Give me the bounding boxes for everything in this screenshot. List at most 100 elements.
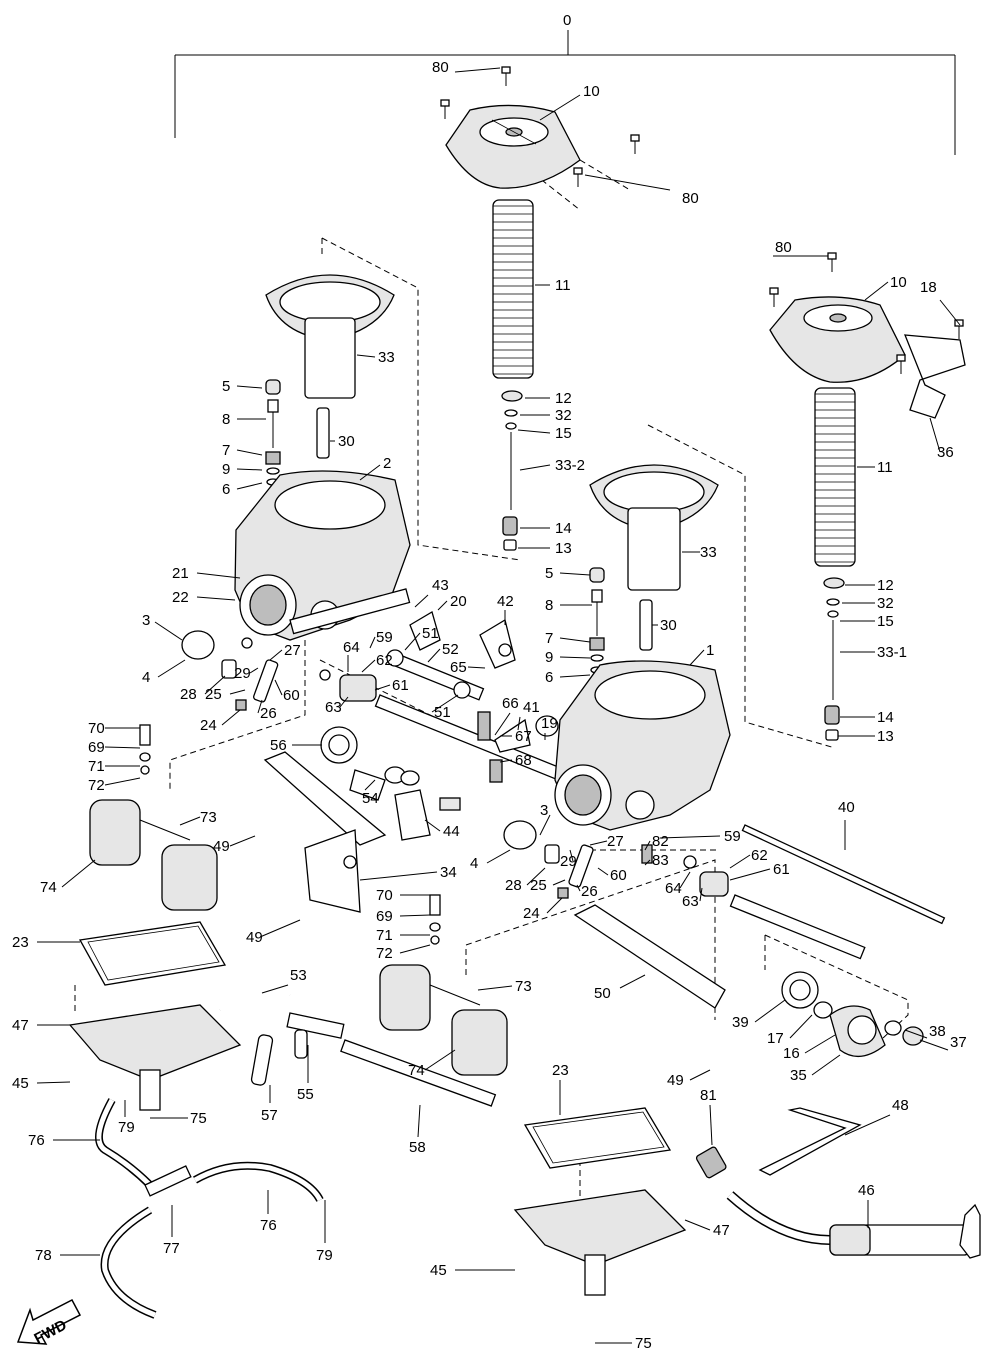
leader-line [236,449,263,456]
callout-number: 58 [409,1139,426,1156]
callout-9b: 9 [545,649,591,666]
callout-47a: 47 [12,1017,70,1034]
callout-number: 7 [222,442,230,459]
right-carburetor-body [554,660,731,831]
callout-15b: 15 [840,613,894,630]
callout-65: 65 [450,659,486,676]
leader-line [399,914,431,917]
spring-icon [492,199,534,379]
callout-10a: 10 [539,83,600,121]
callout-7b: 7 [545,630,591,647]
leader-line [359,464,381,481]
leader-line [539,814,551,836]
callout-number: 12 [555,390,572,407]
callout-28b: 28 [505,867,546,894]
callout-number: 45 [12,1075,29,1092]
callout-45b: 45 [430,1262,515,1279]
callout-number: 83 [652,852,669,869]
callout-number: 47 [713,1222,730,1239]
callout-number: 4 [142,669,150,686]
leader-line [644,840,651,851]
leader-line [559,572,591,576]
callout-number: 80 [775,239,792,256]
leader-line [539,94,581,121]
callout-number: 71 [88,758,105,775]
callout-number: 68 [515,752,532,769]
gasket-23-right [523,1107,672,1169]
leader-line [864,281,889,301]
leader-line [204,675,226,695]
callout-49b: 49 [246,919,301,946]
callout-33-2: 33-2 [519,457,585,474]
callout-28a: 28 [180,675,226,703]
callout-64a: 64 [343,639,360,672]
leader-line [939,299,961,326]
callout-61a: 61 [374,677,409,694]
callout-26a: 26 [257,699,277,722]
callout-number: 65 [450,659,467,676]
callout-72b: 72 [376,944,431,962]
leader-line [684,1219,711,1231]
float-left [89,724,218,911]
lever-48 [758,1107,862,1176]
callout-number: 25 [530,877,547,894]
callout-30b: 30 [652,617,677,634]
callout-13b: 13 [838,728,894,745]
callout-number: 78 [35,1247,52,1264]
callout-number: 72 [376,945,393,962]
callout-number: 44 [443,823,460,840]
callout-33a: 33 [356,349,395,366]
throttle-shaft-left [319,649,567,782]
callout-68: 68 [499,752,532,769]
leader-line [417,1104,421,1138]
leader-line [369,636,376,649]
callout-number: 41 [523,699,540,716]
callout-51b: 51 [431,694,459,721]
callout-12b: 12 [845,577,894,594]
callout-number: 74 [40,879,57,896]
callout-number: 61 [773,861,790,878]
callout-number: 6 [222,481,230,498]
callout-number: 8 [222,411,230,428]
callout-number: 6 [545,669,553,686]
leader-line [679,871,691,889]
callout-57: 57 [261,1085,278,1124]
leader-line [517,716,521,731]
left-carburetor-body [234,470,411,641]
callout-number: 51 [434,704,451,721]
left-side-parts [181,630,279,711]
leader-line [754,999,786,1023]
leader-line [359,871,438,881]
leader-line [552,879,566,886]
callout-69a: 69 [88,739,141,756]
callout-8b: 8 [545,597,592,614]
callout-number: 51 [422,625,439,642]
callout-18: 18 [920,279,961,326]
callout-6a: 6 [222,481,263,498]
leader-line [221,709,241,726]
callout-number: 80 [432,59,449,76]
callout-79a: 79 [118,1100,135,1136]
callout-56: 56 [270,737,322,754]
leader-line [424,819,441,832]
callout-number: 81 [700,1087,717,1104]
callout-number: 23 [552,1062,569,1079]
callout-48: 48 [844,1097,909,1136]
callout-19: 19 [541,715,558,740]
callout-number: 23 [12,934,29,951]
callout-45a: 45 [12,1075,71,1092]
leader-line [494,712,511,736]
leader-line [904,1029,928,1039]
throttle-shaft-right [683,824,946,960]
callout-number: 43 [432,577,449,594]
left-diaphragm-piston [265,274,395,459]
callout-number: 29 [560,853,577,870]
leader-line [236,482,263,490]
callout-26b: 26 [576,883,598,900]
callout-number: 14 [555,520,572,537]
callout-27a: 27 [269,642,301,661]
callout-number: 49 [213,838,230,855]
callout-72a: 72 [88,777,141,794]
callout-number: 11 [877,459,893,476]
